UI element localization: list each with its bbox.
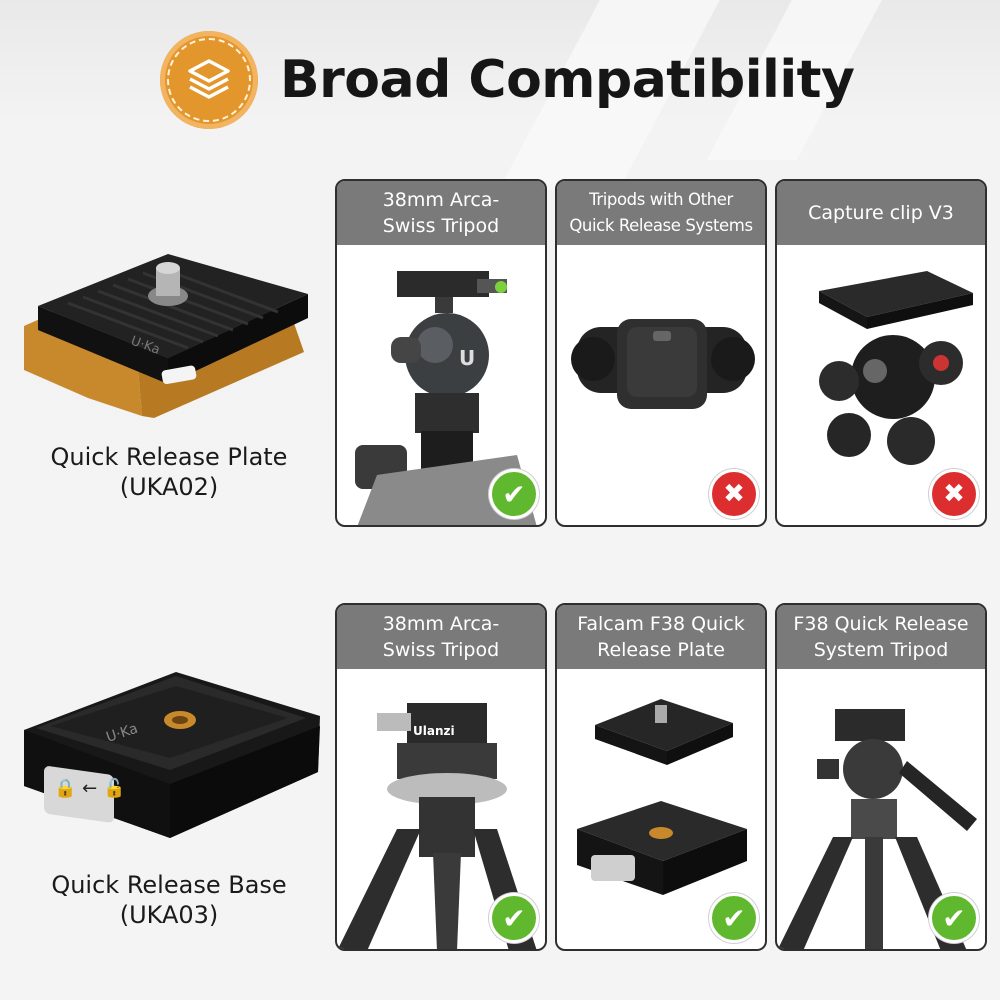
- check-icon: ✔: [489, 893, 539, 943]
- f38-tripod-image: [777, 669, 985, 949]
- geared-head-image: [777, 245, 985, 525]
- layers-icon: [188, 59, 230, 99]
- page-title: Broad Compatibility: [280, 50, 855, 110]
- cross-icon: ✖: [709, 469, 759, 519]
- check-icon: ✔: [929, 893, 979, 943]
- quick-release-base-image: 🔒 ← 🔓 U·Ka: [24, 672, 320, 838]
- card-header: 38mm Arca-Swiss Tripod: [337, 605, 545, 669]
- product-code: (UKA03): [119, 901, 219, 929]
- svg-text:🔒 ← 🔓: 🔒 ← 🔓: [54, 777, 125, 799]
- arca-swiss-ballhead-image: U: [337, 245, 545, 525]
- check-icon: ✔: [489, 469, 539, 519]
- arca-swiss-tripod-image: Ulanzi: [337, 669, 545, 949]
- header: Broad Compatibility: [160, 30, 855, 130]
- product-name: Quick Release Plate: [50, 443, 288, 471]
- card-header: 38mm Arca-Swiss Tripod: [337, 181, 545, 245]
- quick-release-plate-image: U·Ka: [24, 254, 308, 418]
- layers-icon-badge: [160, 31, 258, 129]
- svg-text:Ulanzi: Ulanzi: [413, 724, 455, 738]
- compat-card: 38mm Arca-Swiss Tripod U ✔: [335, 179, 547, 527]
- capture-clip-image: [557, 245, 765, 525]
- product-label-base: Quick Release Base (UKA03): [30, 870, 308, 930]
- falcam-plate-image: [557, 669, 765, 949]
- svg-text:U: U: [459, 346, 475, 370]
- product-name: Quick Release Base: [51, 871, 287, 899]
- compat-card: Capture clip V3 ✖: [775, 179, 987, 527]
- card-header: Capture clip V3: [777, 181, 985, 245]
- compat-card: 38mm Arca-Swiss Tripod Ulanzi ✔: [335, 603, 547, 951]
- product-code: (UKA02): [119, 473, 219, 501]
- cross-icon: ✖: [929, 469, 979, 519]
- product-label-plate: Quick Release Plate (UKA02): [30, 442, 308, 502]
- check-icon: ✔: [709, 893, 759, 943]
